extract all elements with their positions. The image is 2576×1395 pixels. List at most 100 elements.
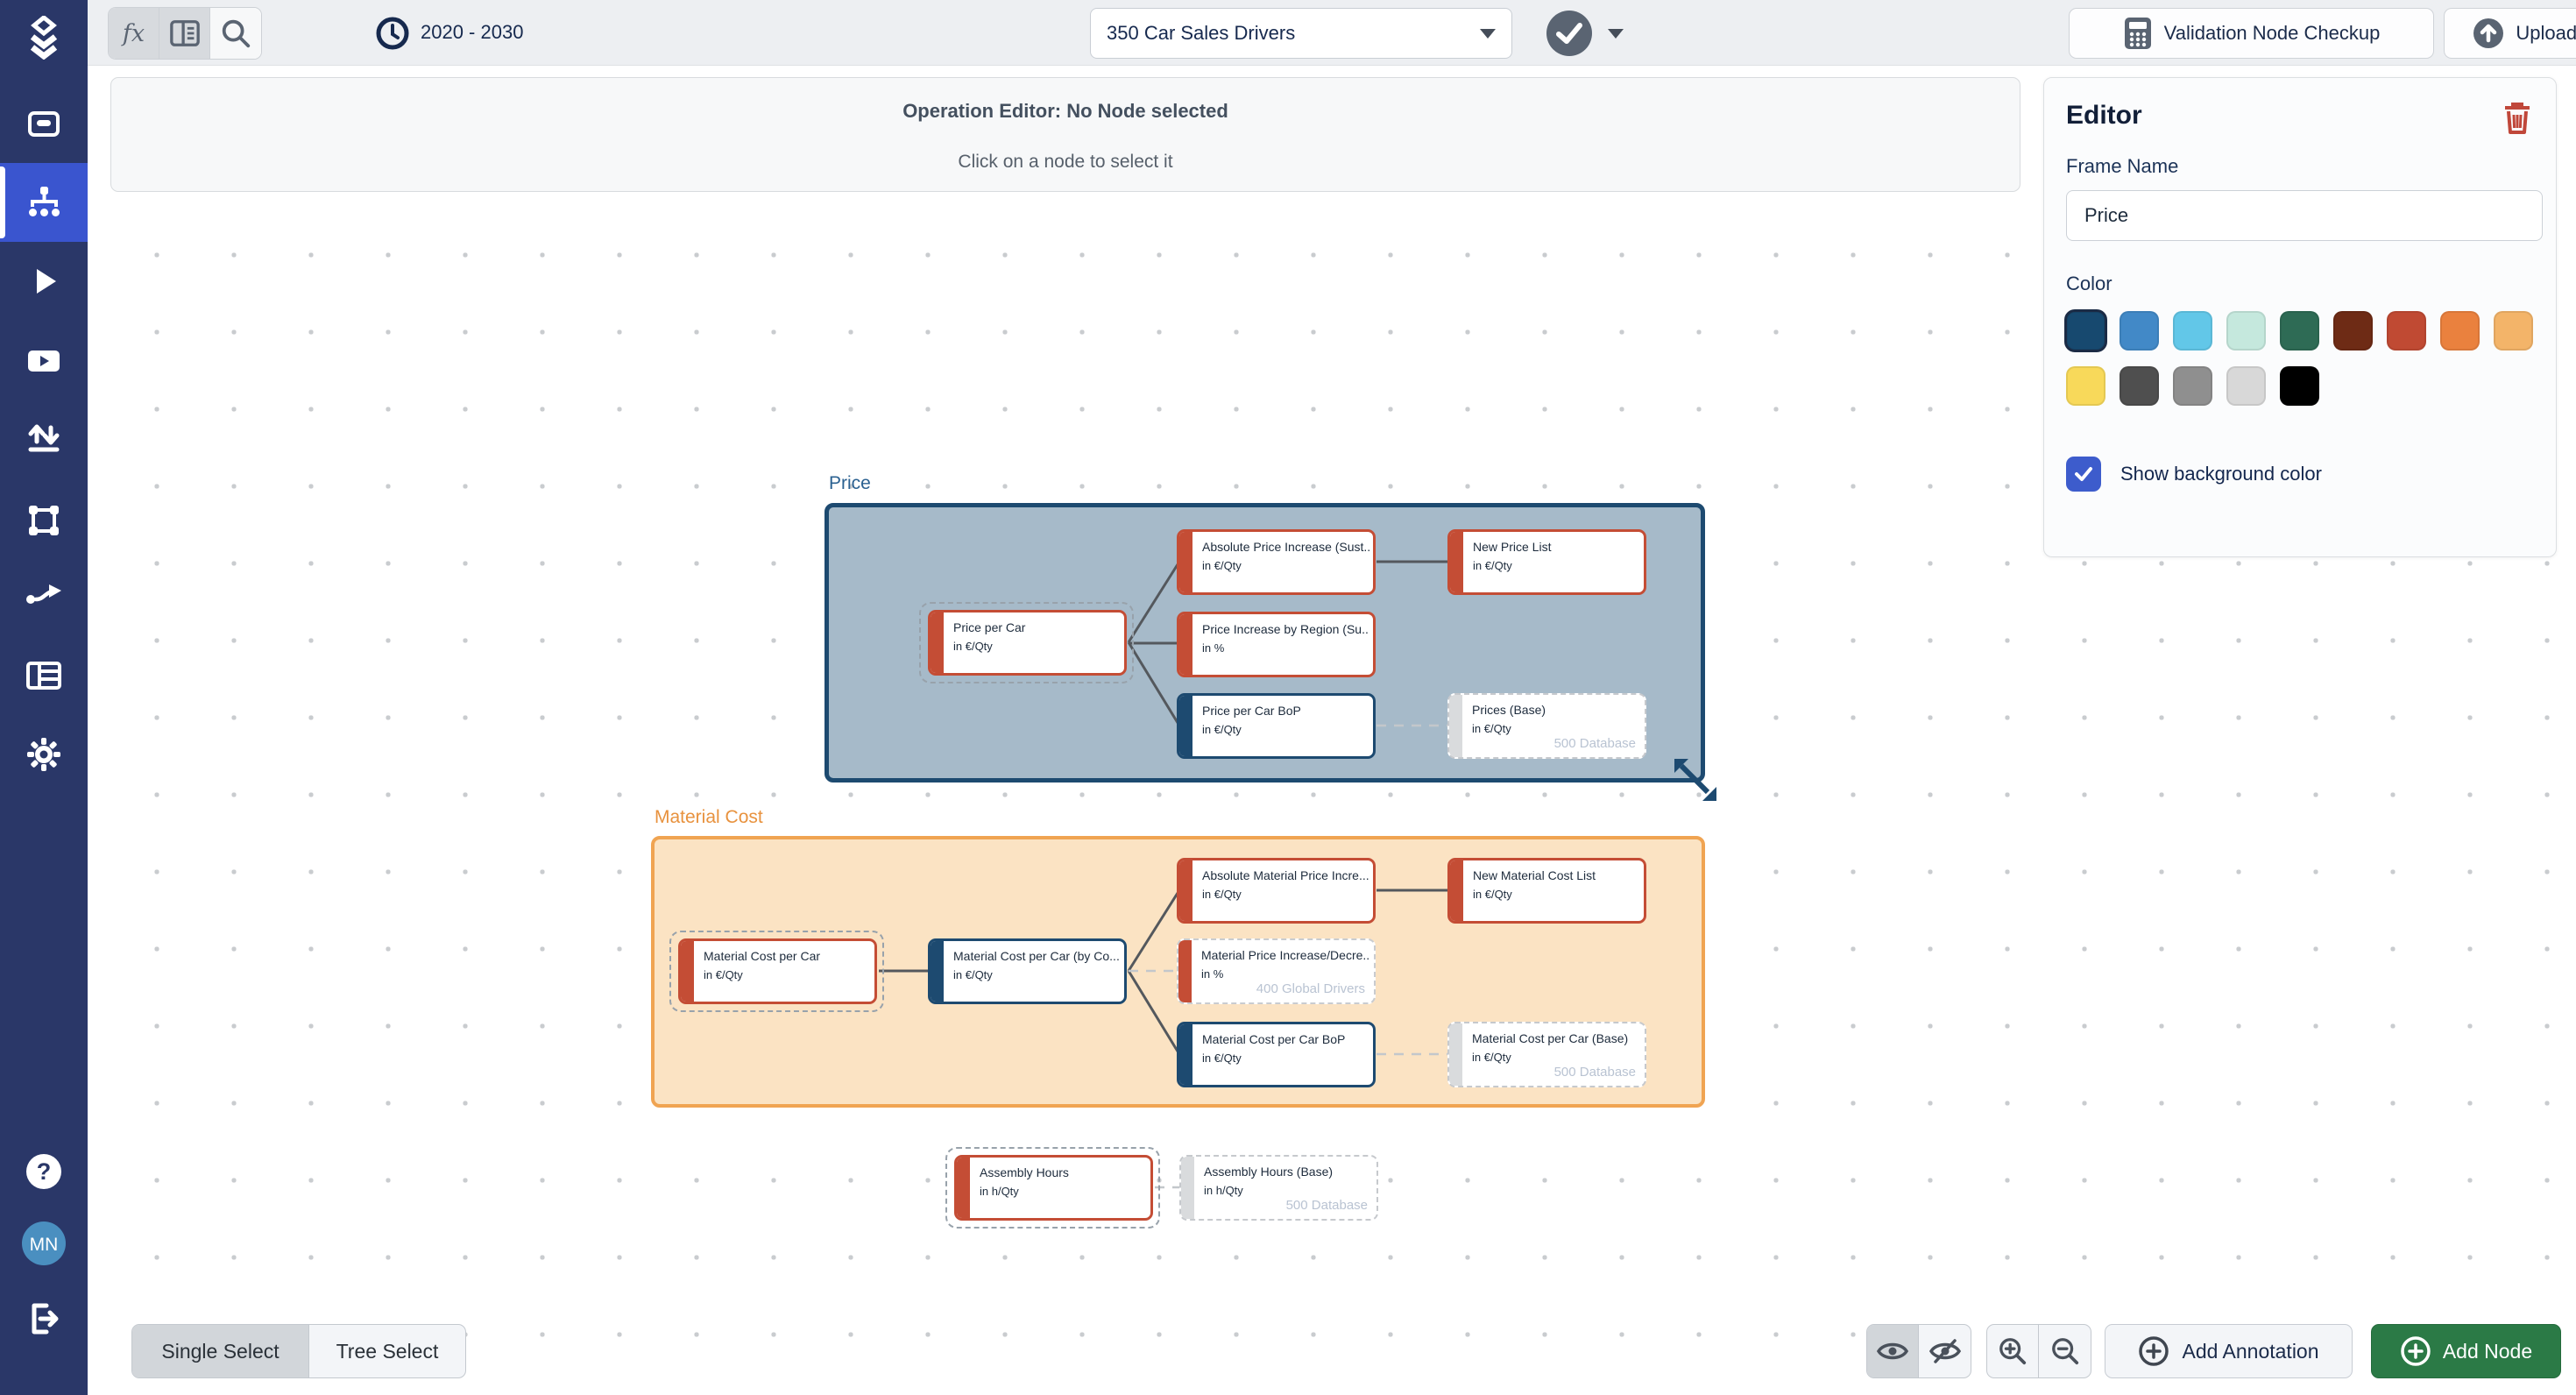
node-unit: in h/Qty <box>980 1185 1019 1198</box>
model-select[interactable]: 350 Car Sales Drivers <box>1090 8 1512 59</box>
node-accent-bar <box>1179 1024 1192 1085</box>
sidebar-item-import-export[interactable] <box>0 396 88 475</box>
node-unit: in €/Qty <box>953 640 993 653</box>
upload-data-button[interactable]: Upload Data <box>2444 8 2576 59</box>
model-select-value: 350 Car Sales Drivers <box>1107 22 1296 44</box>
color-swatch[interactable] <box>2064 309 2107 352</box>
sidebar-item-archive[interactable] <box>0 84 88 163</box>
help-icon: ? <box>26 1154 61 1189</box>
node-unit: in €/Qty <box>1202 723 1242 736</box>
show-background-color-checkbox[interactable] <box>2066 457 2101 492</box>
color-swatch[interactable] <box>2120 311 2159 351</box>
color-swatch[interactable] <box>2173 311 2212 351</box>
frame-resize-handle[interactable] <box>1667 752 1723 808</box>
node-new-material-cost-list[interactable]: New Material Cost List in €/Qty <box>1447 858 1646 924</box>
node-price-increase-by-region[interactable]: Price Increase by Region (Su... in % <box>1177 612 1376 677</box>
visibility-toggle-group <box>1866 1324 1971 1378</box>
single-select-button[interactable]: Single Select <box>132 1325 309 1377</box>
sidebar-item-logout[interactable] <box>0 1279 88 1358</box>
sidebar-item-transition[interactable] <box>0 557 88 636</box>
add-node-button[interactable]: Add Node <box>2371 1324 2561 1378</box>
validation-node-checkup-button[interactable]: Validation Node Checkup <box>2069 8 2434 59</box>
color-swatch[interactable] <box>2226 311 2266 351</box>
node-title: Prices (Base) <box>1472 703 1546 717</box>
check-icon <box>2075 467 2092 481</box>
add-annotation-button[interactable]: Add Annotation <box>2105 1324 2353 1378</box>
color-swatch[interactable] <box>2333 311 2373 351</box>
node-new-price-list[interactable]: New Price List in €/Qty <box>1447 529 1646 595</box>
color-swatch[interactable] <box>2066 366 2105 406</box>
node-material-cost-per-car-bop[interactable]: Material Cost per Car BoP in €/Qty <box>1177 1022 1376 1087</box>
status-dropdown-caret[interactable] <box>1608 29 1624 39</box>
show-nodes-button[interactable] <box>1867 1325 1919 1377</box>
zoom-in-button[interactable] <box>1987 1325 2039 1377</box>
upload-icon <box>2473 18 2504 48</box>
node-material-cost-per-car[interactable]: Material Cost per Car in €/Qty <box>678 938 877 1004</box>
color-swatch[interactable] <box>2226 366 2266 406</box>
node-absolute-price-increase[interactable]: Absolute Price Increase (Sust... in €/Qt… <box>1177 529 1376 595</box>
zoom-control-group <box>1986 1324 2091 1378</box>
node-accent-bar <box>1450 860 1463 921</box>
color-swatch[interactable] <box>2120 366 2159 406</box>
node-unit: in €/Qty <box>1472 722 1511 735</box>
node-unit: in €/Qty <box>1473 559 1512 572</box>
sidebar-item-video[interactable] <box>0 321 88 400</box>
node-material-cost-per-car-by-country[interactable]: Material Cost per Car (by Co... in €/Qty <box>928 938 1127 1004</box>
node-assembly-hours[interactable]: Assembly Hours in h/Qty <box>954 1155 1153 1221</box>
frame-icon <box>29 506 59 535</box>
node-unit: in % <box>1202 641 1225 655</box>
clock-icon <box>376 17 409 50</box>
formula-mode-button[interactable]: fx <box>109 8 159 59</box>
color-swatch[interactable] <box>2494 311 2533 351</box>
user-avatar[interactable]: MN <box>0 1204 88 1283</box>
node-accent-bar <box>1179 696 1192 756</box>
hide-nodes-button[interactable] <box>1919 1325 1971 1377</box>
zoom-out-icon <box>2051 1338 2078 1365</box>
node-price-per-car[interactable]: Price per Car in €/Qty <box>928 610 1127 676</box>
node-accent-bar <box>957 1158 970 1218</box>
node-prices-base[interactable]: Prices (Base) in €/Qty 500 Database <box>1447 693 1646 759</box>
video-player-icon <box>28 351 60 372</box>
status-check-button[interactable] <box>1546 10 1593 57</box>
delete-frame-button[interactable] <box>2503 101 2531 134</box>
node-absolute-material-price-increase[interactable]: Absolute Material Price Incre... in €/Qt… <box>1177 858 1376 924</box>
node-unit: in €/Qty <box>1473 888 1512 901</box>
gear-icon <box>27 738 60 771</box>
logout-icon <box>32 1303 59 1335</box>
node-accent-bar <box>1449 1023 1462 1086</box>
banner-title: Operation Editor: No Node selected <box>902 100 1228 122</box>
node-title: Price per Car BoP <box>1202 704 1301 718</box>
sidebar-item-frame[interactable] <box>0 481 88 560</box>
editor-title: Editor <box>2066 101 2142 130</box>
color-swatch[interactable] <box>2440 311 2480 351</box>
show-background-color-label: Show background color <box>2120 463 2322 485</box>
sidebar-item-hierarchy[interactable] <box>0 163 88 242</box>
node-accent-bar <box>1179 532 1192 592</box>
upload-download-icon <box>28 424 60 452</box>
search-button[interactable] <box>210 8 261 59</box>
panel-layout-button[interactable] <box>159 8 210 59</box>
node-unit: in €/Qty <box>953 968 993 981</box>
node-material-price-increase-decrease[interactable]: Material Price Increase/Decre... in % 40… <box>1177 938 1376 1004</box>
color-swatch[interactable] <box>2387 311 2426 351</box>
color-swatch-row <box>2066 366 2534 406</box>
sidebar-item-table[interactable] <box>0 636 88 715</box>
node-material-cost-per-car-base[interactable]: Material Cost per Car (Base) in €/Qty 50… <box>1447 1022 1646 1087</box>
plus-circle-icon <box>2401 1336 2431 1366</box>
node-price-per-car-bop[interactable]: Price per Car BoP in €/Qty <box>1177 693 1376 759</box>
tree-select-button[interactable]: Tree Select <box>336 1339 439 1363</box>
sidebar-item-help[interactable]: ? <box>0 1132 88 1211</box>
node-unit: in % <box>1201 967 1224 981</box>
sidebar-item-play[interactable] <box>0 242 88 321</box>
sidebar-item-settings[interactable] <box>0 715 88 794</box>
node-title: Material Cost per Car (Base) <box>1472 1031 1629 1045</box>
node-assembly-hours-base[interactable]: Assembly Hours (Base) in h/Qty 500 Datab… <box>1179 1155 1378 1221</box>
color-swatch[interactable] <box>2280 366 2319 406</box>
color-swatch[interactable] <box>2173 366 2212 406</box>
frame-name-input[interactable] <box>2066 190 2543 241</box>
node-title: New Price List <box>1473 540 1552 554</box>
archive-icon <box>28 111 60 137</box>
zoom-out-button[interactable] <box>2039 1325 2091 1377</box>
color-swatch[interactable] <box>2280 311 2319 351</box>
time-range[interactable]: 2020 - 2030 <box>421 21 524 43</box>
